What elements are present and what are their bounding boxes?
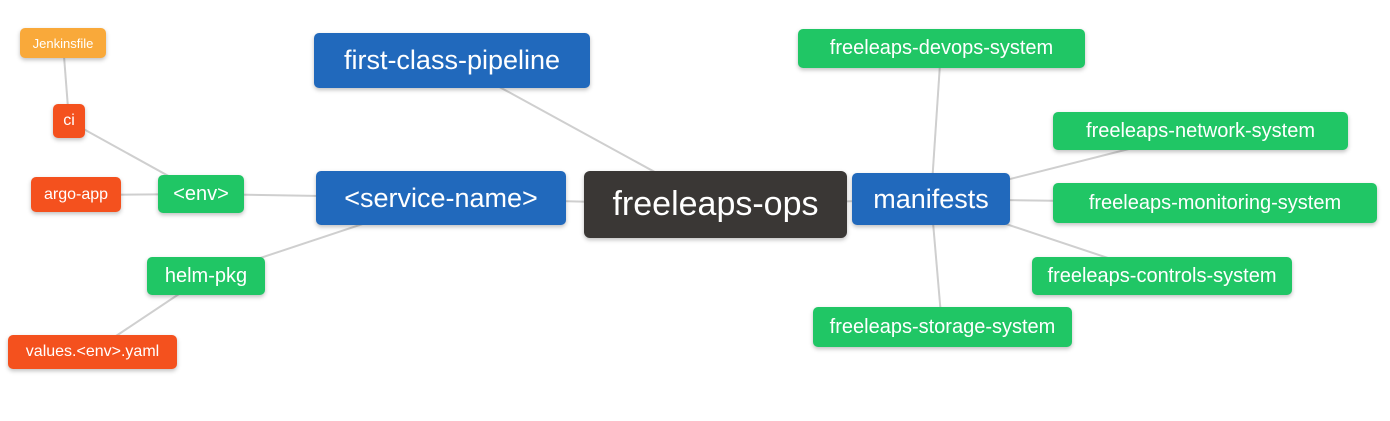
node-freeleaps-controls-system[interactable]: freeleaps-controls-system bbox=[1032, 257, 1292, 295]
node-env[interactable]: <env> bbox=[158, 175, 244, 213]
node-freeleaps-devops-system[interactable]: freeleaps-devops-system bbox=[798, 29, 1085, 68]
node-service-name[interactable]: <service-name> bbox=[316, 171, 566, 225]
node-freeleaps-network-system[interactable]: freeleaps-network-system bbox=[1053, 112, 1348, 150]
node-ci[interactable]: ci bbox=[53, 104, 85, 138]
node-values-env-yaml[interactable]: values.<env>.yaml bbox=[8, 335, 177, 369]
node-freeleaps-storage-system[interactable]: freeleaps-storage-system bbox=[813, 307, 1072, 347]
node-first-class-pipeline[interactable]: first-class-pipeline bbox=[314, 33, 590, 88]
node-jenkinsfile[interactable]: Jenkinsfile bbox=[20, 28, 106, 58]
node-manifests[interactable]: manifests bbox=[852, 173, 1010, 225]
node-freeleaps-ops[interactable]: freeleaps-ops bbox=[584, 171, 847, 238]
node-helm-pkg[interactable]: helm-pkg bbox=[147, 257, 265, 295]
node-freeleaps-monitoring-system[interactable]: freeleaps-monitoring-system bbox=[1053, 183, 1377, 223]
node-argo-app[interactable]: argo-app bbox=[31, 177, 121, 212]
